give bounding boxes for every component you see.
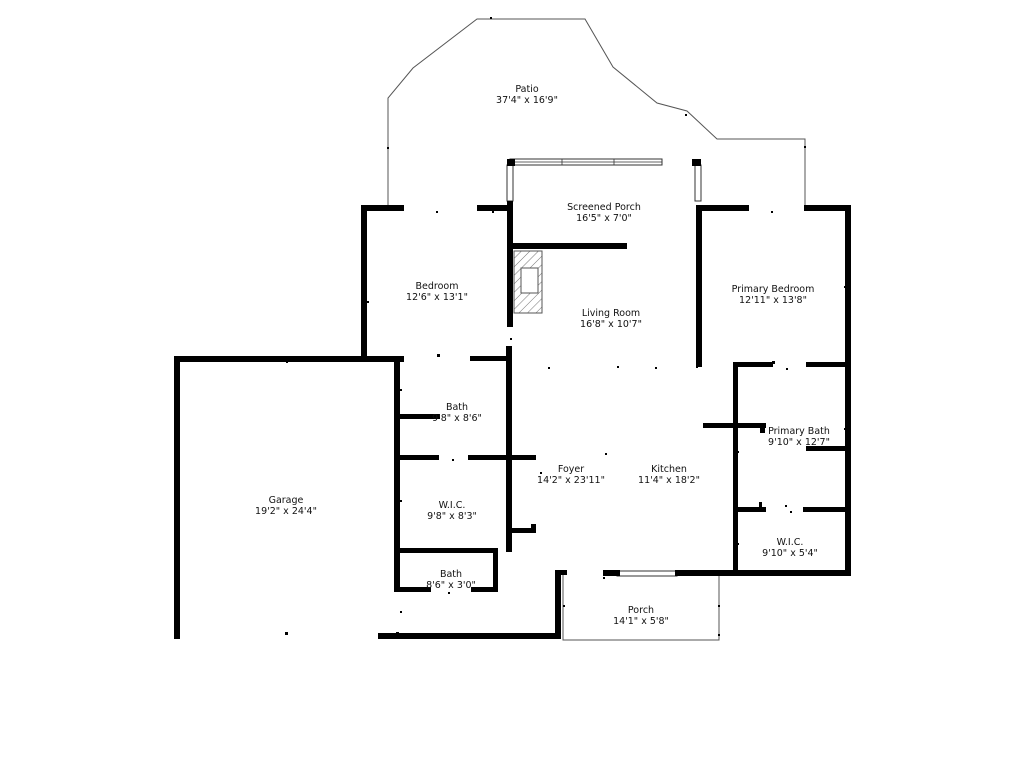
room-dims-primary-bath: 9'10" x 12'7" bbox=[768, 437, 830, 448]
room-name-wic-2: W.I.C. bbox=[777, 537, 804, 548]
room-dims-screened-porch: 16'5" x 7'0" bbox=[576, 213, 632, 224]
room-name-kitchen: Kitchen bbox=[651, 464, 687, 475]
walls bbox=[174, 201, 851, 639]
fireplace bbox=[513, 250, 543, 314]
room-name-patio: Patio bbox=[515, 84, 538, 95]
room-name-primary-bedroom: Primary Bedroom bbox=[732, 284, 815, 295]
room-dims-foyer: 14'2" x 23'11" bbox=[537, 475, 605, 486]
room-dims-kitchen: 11'4" x 18'2" bbox=[638, 475, 700, 486]
room-dims-garage: 19'2" x 24'4" bbox=[255, 506, 317, 517]
room-dims-wic-2: 9'10" x 5'4" bbox=[762, 548, 818, 559]
patio-outline bbox=[387, 18, 806, 206]
room-dims-bedroom: 12'6" x 13'1" bbox=[406, 292, 468, 303]
room-labels: Patio 37'4" x 16'9" Screened Porch 16'5"… bbox=[255, 84, 830, 627]
room-dims-primary-bedroom: 12'11" x 13'8" bbox=[739, 295, 807, 306]
room-dims-bath: 9'8" x 8'6" bbox=[432, 413, 482, 424]
room-name-foyer: Foyer bbox=[558, 464, 584, 475]
room-name-screened-porch: Screened Porch bbox=[567, 202, 641, 213]
room-dims-bath-2: 8'6" x 3'0" bbox=[426, 580, 476, 591]
room-name-garage: Garage bbox=[269, 495, 304, 506]
room-dims-living-room: 16'8" x 10'7" bbox=[580, 319, 642, 330]
room-name-porch: Porch bbox=[628, 605, 654, 616]
room-name-bedroom: Bedroom bbox=[416, 281, 459, 292]
wall-markers bbox=[178, 17, 847, 636]
room-name-wic: W.I.C. bbox=[439, 500, 466, 511]
room-name-bath-2: Bath bbox=[440, 569, 462, 580]
room-name-bath: Bath bbox=[446, 402, 468, 413]
room-name-living-room: Living Room bbox=[582, 308, 640, 319]
room-dims-patio: 37'4" x 16'9" bbox=[496, 95, 558, 106]
room-dims-wic: 9'8" x 8'3" bbox=[427, 511, 477, 522]
room-name-primary-bath: Primary Bath bbox=[768, 426, 830, 437]
room-dims-porch: 14'1" x 5'8" bbox=[613, 616, 669, 627]
